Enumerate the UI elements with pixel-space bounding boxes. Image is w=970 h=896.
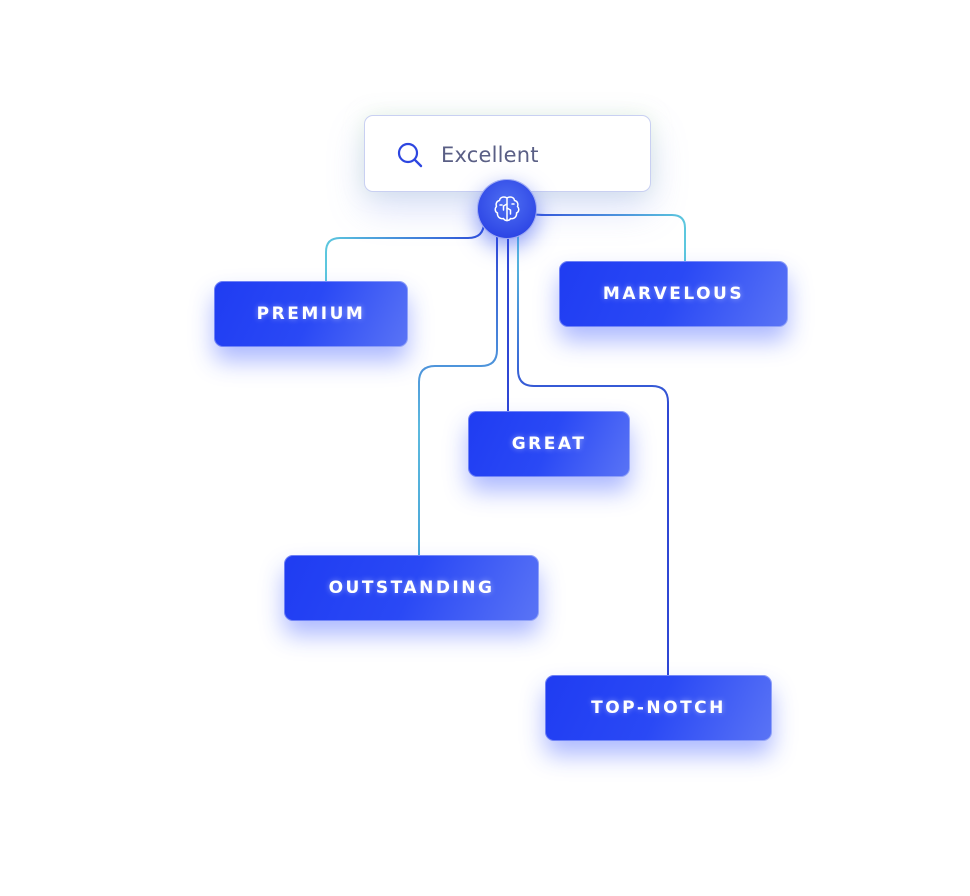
tag-great-label: GREAT [511, 434, 587, 454]
connector-marvelous [529, 211, 686, 261]
brain-hub-node[interactable] [477, 179, 537, 239]
search-icon [397, 142, 423, 168]
tag-top-notch-label: TOP-NOTCH [591, 698, 726, 718]
search-box[interactable]: Excellent [364, 115, 651, 192]
brain-icon [494, 196, 520, 222]
tag-outstanding-label: OUTSTANDING [328, 578, 495, 598]
tag-premium-label: PREMIUM [256, 304, 366, 324]
connector-premium [325, 221, 485, 281]
connector-outstanding [418, 236, 498, 555]
tag-great[interactable]: GREAT [468, 411, 630, 477]
tag-premium[interactable]: PREMIUM [214, 281, 408, 347]
tag-marvelous[interactable]: MARVELOUS [559, 261, 788, 327]
search-query[interactable]: Excellent [441, 143, 539, 167]
tag-top-notch[interactable]: TOP-NOTCH [545, 675, 772, 741]
tag-outstanding[interactable]: OUTSTANDING [284, 555, 539, 621]
connector-top-notch [517, 236, 669, 675]
tag-marvelous-label: MARVELOUS [602, 284, 745, 304]
